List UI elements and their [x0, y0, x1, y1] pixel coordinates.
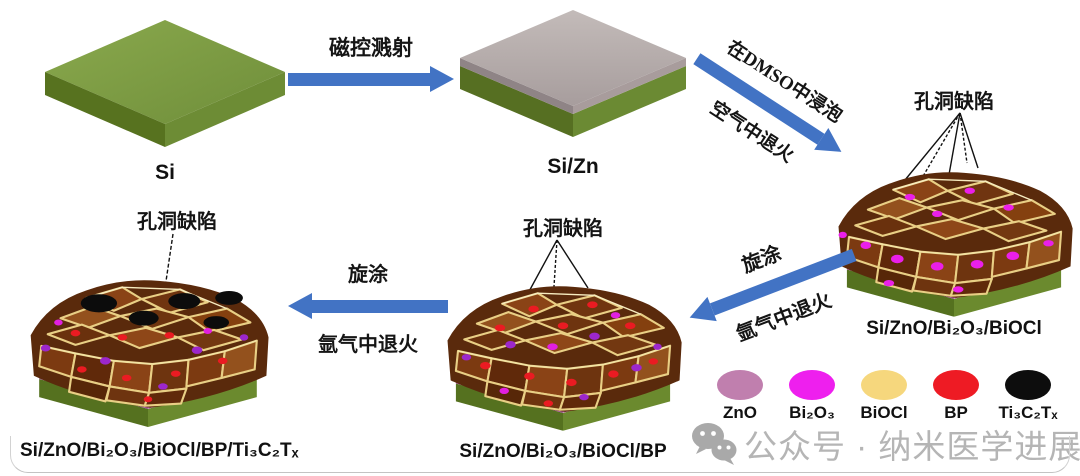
legend-item-bp: BP [926, 370, 986, 423]
legend: ZnO Bi₂O₃ BiOCl BP Ti₃C₂Tₓ [710, 370, 1058, 423]
wechat-icon [692, 423, 737, 465]
step-label-si: Si [155, 161, 175, 184]
right-arrow-icon [288, 66, 454, 92]
watermark: 公众号 · 纳米医学进展 [690, 420, 1080, 468]
watermark-text: 公众号 · 纳米医学进展 [744, 428, 1080, 465]
si-zn-slab-illustration [460, 10, 686, 137]
arrow-label-spin-coat-2: 旋涂 [348, 264, 388, 286]
arrow-magnetron-sputtering: 磁控溅射 [288, 32, 454, 92]
zno-swatch [717, 370, 763, 400]
step-label-si-zn: Si/Zn [547, 155, 599, 178]
step-si-zn: Si/Zn [448, 0, 698, 179]
bi2o3-particles [499, 312, 621, 394]
legend-item-zno: ZnO [710, 370, 770, 423]
step-si-zno-bi2o3-biocl: 孔洞缺陷 Si/ZnO/Bi₂O₃/BiOCl [828, 85, 1080, 347]
legend-item-ti3c2tx: Ti₃C₂Tₓ [998, 370, 1058, 423]
bi2o3-swatch [789, 370, 835, 400]
step-si-zno-bi2o3-biocl-bp-ti3c2tx: 孔洞缺陷 Si [20, 205, 299, 470]
ti3c2tx-flakes [80, 291, 243, 329]
bp-particles [480, 301, 659, 407]
step-si: Si [30, 10, 300, 185]
arrow-label-argon-anneal-2: 氩气中退火 [318, 334, 418, 356]
bi2o3-particles [54, 319, 212, 334]
legend-label-zno: ZnO [723, 403, 757, 422]
step-si-zno-bi2o3-biocl-bp: 孔洞缺陷 [437, 212, 689, 470]
bi2o3-particles [838, 187, 1054, 293]
step-label-bp: Si/ZnO/Bi₂O₃/BiOCl/BP [459, 441, 667, 462]
porous-cube-biocl [828, 159, 1080, 317]
legend-label-bp: BP [944, 403, 968, 422]
ti3c2tx-swatch [1005, 370, 1051, 400]
biocl-swatch [861, 370, 907, 400]
step-label-mxene: Si/ZnO/Bi₂O₃/BiOCl/BP/Ti₃C₂Tₓ [20, 440, 299, 461]
legend-label-biocl: BiOCl [860, 403, 908, 422]
legend-label-ti3c2tx: Ti₃C₂Tₓ [998, 403, 1058, 422]
porous-cube-bp [437, 273, 689, 431]
left-arrow-icon [288, 293, 448, 319]
legend-label-bi2o3: Bi₂O₃ [789, 403, 835, 422]
defect-label-b: 孔洞缺陷 [523, 218, 603, 240]
bp-particles [70, 329, 228, 403]
bp-swatch [933, 370, 979, 400]
bi2o3-particles-violet [40, 334, 249, 390]
defect-pointer-lines [164, 233, 174, 289]
porous-cube-mxene [20, 267, 276, 427]
defect-label-a: 孔洞缺陷 [914, 91, 994, 113]
defect-label-c: 孔洞缺陷 [137, 211, 217, 233]
step-label-biocl: Si/ZnO/Bi₂O₃/BiOCl [866, 318, 1042, 339]
legend-item-bi2o3: Bi₂O₃ [782, 370, 842, 423]
bi2o3-particles-violet [461, 332, 662, 401]
arrow-spin-coat-2: 旋涂 氩气中退火 [288, 258, 448, 357]
legend-item-biocl: BiOCl [854, 370, 914, 423]
arrow-label-sputtering: 磁控溅射 [329, 36, 413, 60]
si-slab-illustration [45, 20, 285, 147]
